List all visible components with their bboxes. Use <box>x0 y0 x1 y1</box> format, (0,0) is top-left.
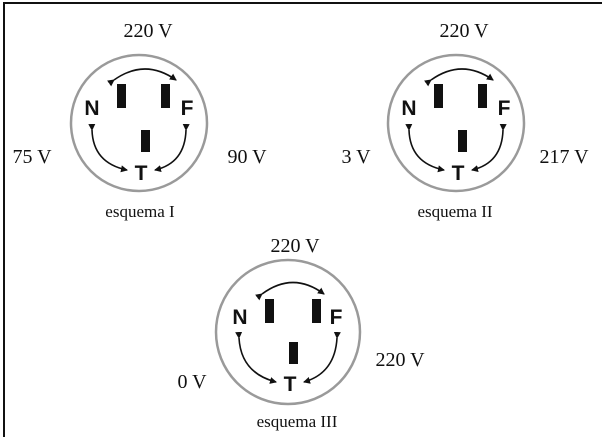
scheme-2-label-phase: F <box>498 97 511 120</box>
scheme-1-caption: esquema I <box>105 202 175 221</box>
scheme-3-slot-phase <box>312 299 321 323</box>
scheme-1-label-ground: T <box>135 162 148 185</box>
scheme-2-caption: esquema II <box>417 202 492 221</box>
scheme-2-slot-neutral <box>434 84 443 108</box>
scheme-3-label-ground: T <box>284 373 297 396</box>
scheme-1-slot-phase <box>161 84 170 108</box>
scheme-3-label-phase: F <box>330 306 343 329</box>
scheme-1-label-neutral: N <box>84 97 99 120</box>
scheme-1-voltage-top: 220 V <box>123 20 173 42</box>
scheme-3-slot-neutral <box>265 299 274 323</box>
scheme-3-label-neutral: N <box>232 306 247 329</box>
scheme-2-slot-phase <box>478 84 487 108</box>
scheme-1-slot-ground <box>141 130 150 152</box>
scheme-3-arrow-left <box>235 331 277 384</box>
scheme-2-arrow-top <box>424 68 494 87</box>
scheme-1-arrow-left <box>88 123 128 173</box>
scheme-1-arrow-right <box>154 123 190 173</box>
scheme-2-slot-ground <box>458 130 467 152</box>
scheme-1-voltage-right: 90 V <box>227 146 267 168</box>
scheme-3-arrow-right <box>303 331 341 384</box>
scheme-2-label-ground: T <box>452 162 465 185</box>
scheme-2-arrow-right <box>471 123 507 173</box>
scheme-3-caption: esquema III <box>257 412 338 431</box>
scheme-1-arrow-top <box>107 68 177 87</box>
scheme-3-voltage-left: 0 V <box>177 371 207 393</box>
scheme-3-voltage-top: 220 V <box>270 235 320 257</box>
scheme-2-arrow-left <box>405 123 445 173</box>
scheme-3: 220 V 0 V 220 V N F T esquema III <box>177 235 425 431</box>
scheme-3-voltage-right: 220 V <box>375 349 425 371</box>
scheme-1-voltage-left: 75 V <box>12 146 52 168</box>
scheme-2-label-neutral: N <box>401 97 416 120</box>
scheme-3-arrow-top <box>255 281 325 301</box>
scheme-1-slot-neutral <box>117 84 126 108</box>
scheme-2-voltage-right: 217 V <box>539 146 589 168</box>
scheme-1-label-phase: F <box>181 97 194 120</box>
scheme-2-voltage-top: 220 V <box>439 20 489 42</box>
scheme-2: 220 V 3 V 217 V N F T esquema II <box>341 20 589 221</box>
scheme-3-slot-ground <box>289 342 298 364</box>
scheme-2-voltage-left: 3 V <box>341 146 371 168</box>
scheme-1: 220 V 75 V 90 V N F T esquema I <box>12 20 267 221</box>
